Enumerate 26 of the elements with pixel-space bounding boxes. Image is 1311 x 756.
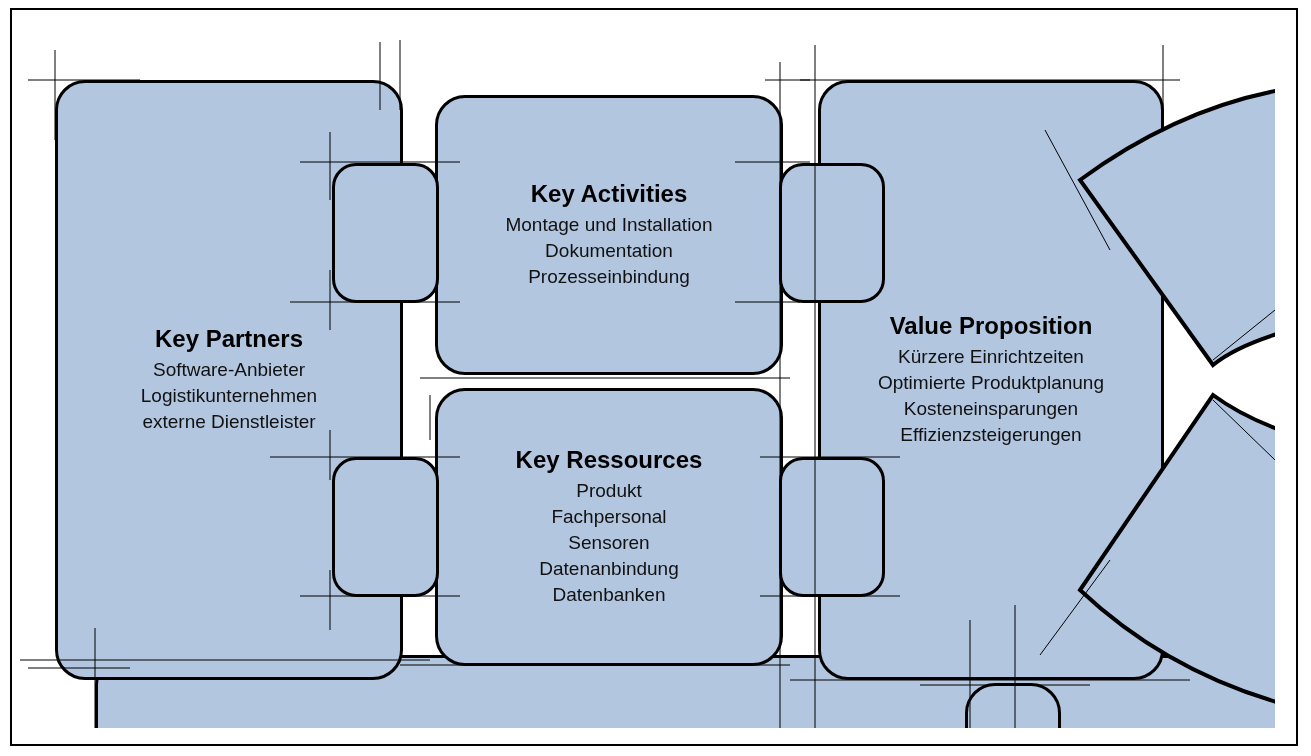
list-item: Logistikunternehmen: [140, 384, 318, 408]
list-item: externe Dienstleister: [142, 410, 316, 434]
box-heading: Key Activities: [530, 180, 688, 208]
partners-box: [55, 80, 403, 680]
list-item: Sensoren: [568, 531, 650, 555]
list-item: Prozesseinbindung: [528, 265, 690, 289]
connector-tab: [332, 457, 439, 597]
list-item: Montage und Installation: [505, 213, 713, 237]
connector-tab: [332, 163, 439, 303]
list-item: Produkt: [576, 479, 642, 503]
activities-box: [435, 95, 783, 375]
list-item: Datenanbindung: [539, 557, 679, 581]
list-item: Effizienzsteigerungen: [900, 423, 1082, 447]
list-item: Kürzere Einrichtzeiten: [898, 345, 1084, 369]
connector-tab: [779, 163, 885, 303]
list-item: Optimierte Produktplanung: [878, 371, 1104, 395]
list-item: Software-Anbieter: [152, 358, 306, 382]
resources-box: [435, 388, 783, 666]
box-heading: Value Proposition: [889, 312, 1093, 340]
connector-tab: [779, 457, 885, 597]
box-heading: Key Partners: [154, 325, 304, 353]
box-heading: Key Ressources: [515, 446, 703, 474]
list-item: Fachpersonal: [551, 505, 667, 529]
list-item: Dokumentation: [545, 239, 673, 263]
list-item: Datenbanken: [552, 583, 666, 607]
list-item: Kosteneinsparungen: [903, 397, 1079, 421]
